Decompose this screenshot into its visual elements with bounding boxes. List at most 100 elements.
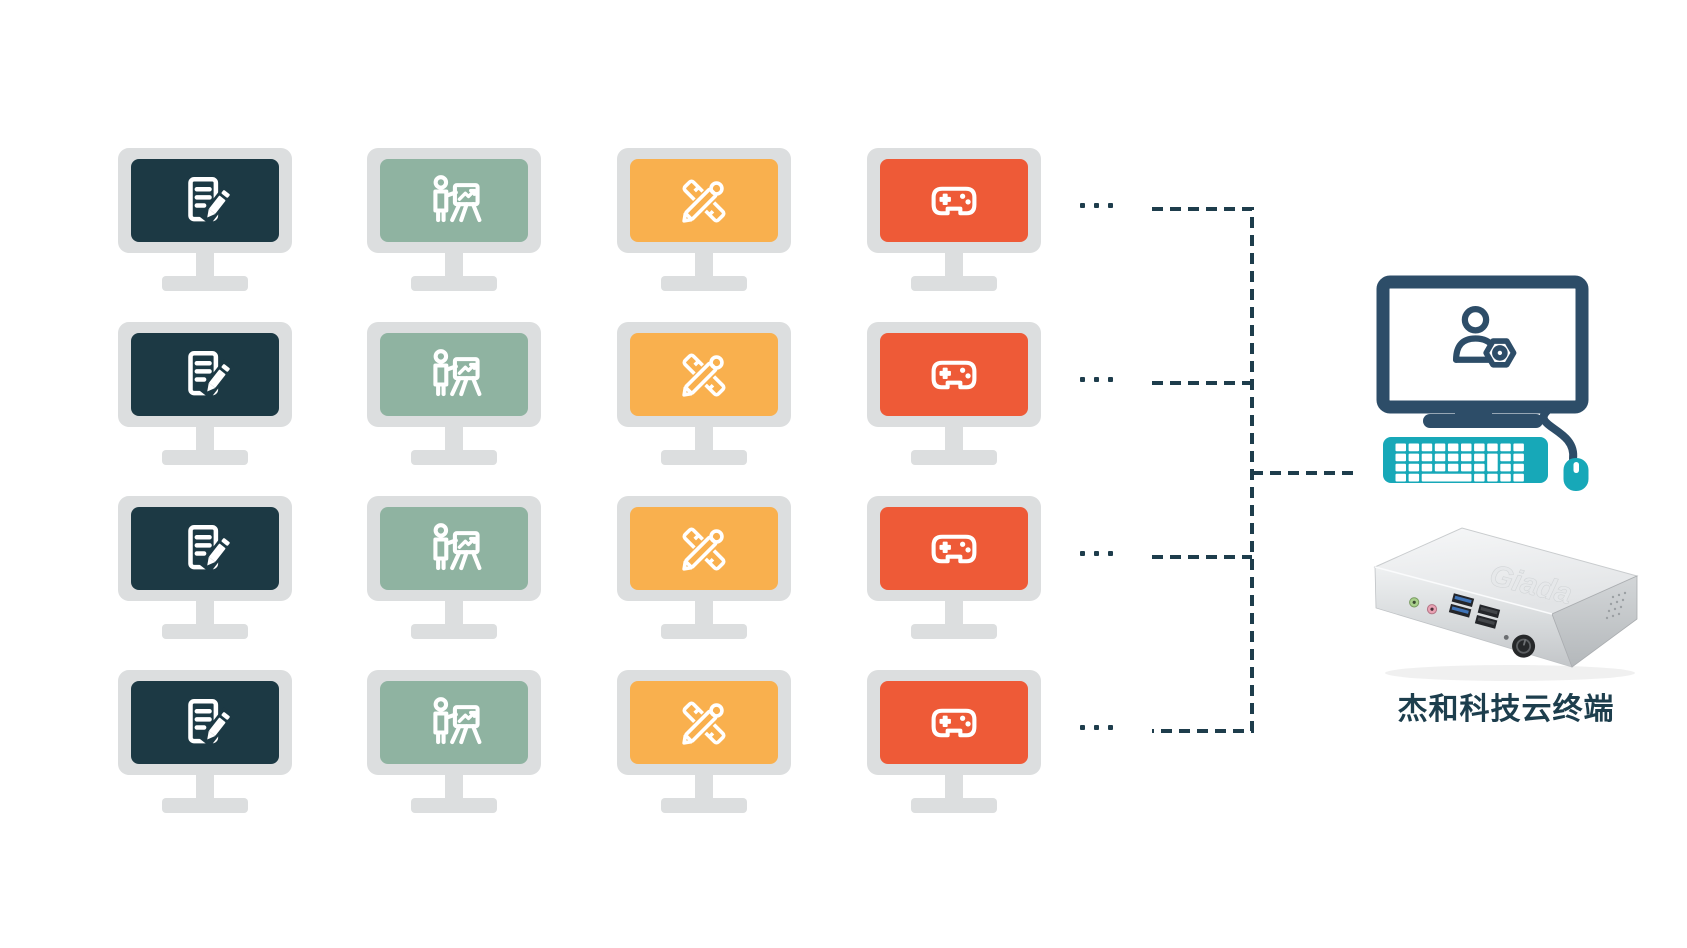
workstation-monitor-design [617,322,791,468]
ruler-pencil-icon [675,346,733,404]
monitor-bezel [367,496,541,601]
usb-ports [1448,593,1501,629]
monitor-stand-base [411,624,497,639]
monitor-bezel [867,496,1041,601]
monitor-stand-neck [196,253,214,280]
presentation-icon [425,346,483,404]
device-front-edge-highlight [1374,566,1553,615]
monitor-screen [630,159,778,242]
gamepad-icon [925,172,983,230]
monitor-screen [880,507,1028,590]
monitor-stand-neck [695,427,713,454]
mini-pc-device: Giada [1373,527,1639,681]
host-monitor-base [1423,414,1543,428]
ruler-pencil-icon [675,172,733,230]
monitor-stand-neck [945,253,963,280]
ellipsis-dot [1080,725,1085,730]
monitor-stand-neck [196,427,214,454]
monitor-stand-neck [945,427,963,454]
ellipsis-dot [1108,377,1113,382]
device-right-face [1551,575,1638,668]
ellipsis-dot [1108,551,1113,556]
monitor-stand-base [911,276,997,291]
device-front-ports [1409,593,1536,658]
monitor-stand-base [411,450,497,465]
edit-document-icon [176,520,234,578]
workstation-monitor-presentation [367,322,541,468]
ellipsis-dot [1080,377,1085,382]
monitor-bezel [867,148,1041,253]
monitor-screen [380,507,528,590]
mouse-wheel [1573,462,1579,473]
monitor-stand-base [661,798,747,813]
monitor-screen [630,333,778,416]
monitor-screen [630,681,778,764]
monitor-stand-neck [695,601,713,628]
workstation-monitor-office [118,148,292,294]
monitor-screen [880,681,1028,764]
monitor-stand-base [661,276,747,291]
monitor-screen [630,507,778,590]
monitor-bezel [118,670,292,775]
monitor-stand-neck [445,775,463,802]
monitor-stand-base [661,624,747,639]
workstation-monitor-office [118,322,292,468]
monitor-bezel [867,322,1041,427]
ellipsis-dot [1094,551,1099,556]
workstation-monitor-design [617,670,791,816]
monitor-bezel [617,148,791,253]
monitor-stand-neck [945,775,963,802]
monitor-stand-base [411,276,497,291]
reset-hole [1503,634,1509,640]
monitor-bezel [118,148,292,253]
monitor-bezel [617,496,791,601]
edit-document-icon [176,694,234,752]
monitor-bezel [118,496,292,601]
monitor-stand-neck [445,601,463,628]
connector-bracket [1152,207,1254,733]
monitor-screen [380,333,528,416]
ellipsis-dot [1108,725,1113,730]
monitor-stand-base [162,798,248,813]
presentation-icon [425,172,483,230]
monitor-stand-neck [196,601,214,628]
monitor-stand-neck [695,253,713,280]
keyboard-keys [1395,443,1524,482]
monitor-screen [131,507,279,590]
workstation-monitor-gaming [867,148,1041,294]
ellipsis-dot [1108,203,1113,208]
host-label: 杰和科技云终端 [1397,693,1615,726]
monitor-stand-base [911,798,997,813]
monitor-screen [131,159,279,242]
host-monitor-frame [1376,275,1589,414]
monitor-screen [380,159,528,242]
device-right-vents [1605,591,1627,620]
monitor-screen [880,333,1028,416]
workstation-monitor-presentation [367,670,541,816]
monitor-screen [880,159,1028,242]
monitor-screen [380,681,528,764]
mouse [1563,458,1589,491]
row-ellipsis [1080,551,1113,556]
monitor-bezel [118,322,292,427]
monitor-stand-base [911,450,997,465]
power-button [1512,634,1536,658]
workstation-monitor-gaming [867,670,1041,816]
ruler-pencil-icon [675,520,733,578]
workstation-monitor-design [617,148,791,294]
monitor-stand-neck [945,601,963,628]
workstation-monitor-office [118,496,292,642]
monitor-stand-base [661,450,747,465]
monitor-stand-base [411,798,497,813]
device-shadow [1385,665,1635,681]
mouse-cable [1539,407,1578,463]
monitor-stand-base [162,624,248,639]
edit-document-icon [176,172,234,230]
monitor-bezel [867,670,1041,775]
ellipsis-dot [1094,203,1099,208]
monitor-stand-base [162,450,248,465]
monitor-stand-neck [196,775,214,802]
monitor-stand-base [911,624,997,639]
gamepad-icon [925,346,983,404]
